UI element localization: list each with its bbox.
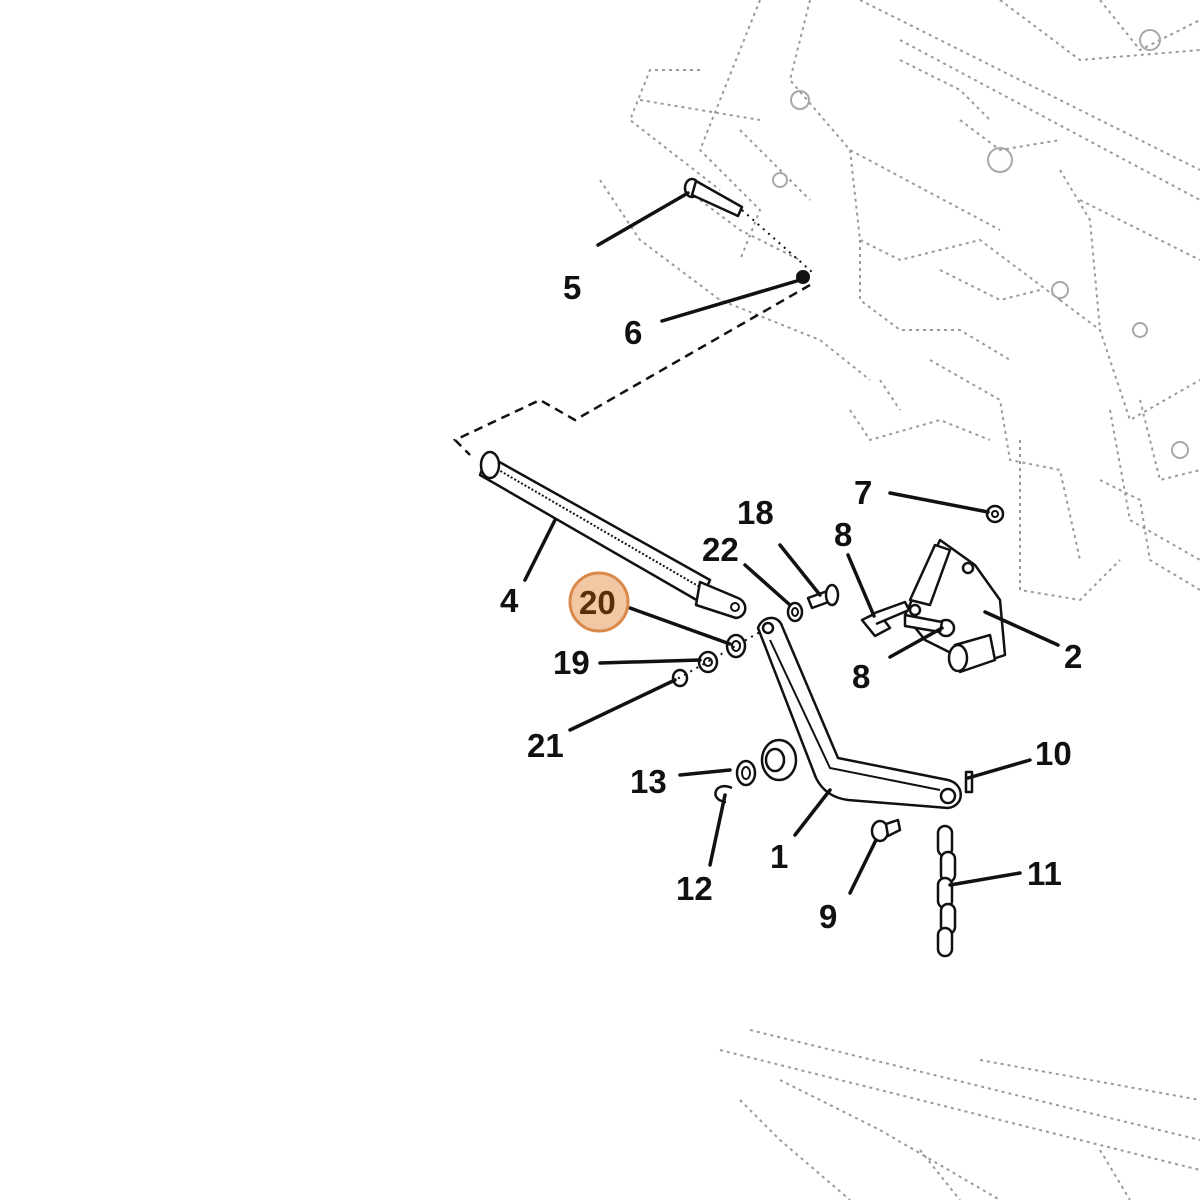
callout-13: 13 [630,763,667,800]
callout-8b: 8 [852,658,870,695]
leader-lines [523,191,1060,895]
washer-part-13 [735,759,757,787]
hardware-axis-line [671,631,761,683]
callout-21: 21 [527,727,564,764]
callout-20: 20 [579,584,616,621]
callout-19: 19 [553,644,590,681]
pin-part-10 [964,770,974,794]
callout-6: 6 [624,314,642,351]
callout-8a: 8 [834,516,852,553]
pin-part-5 [683,177,813,273]
callout-4: 4 [500,582,519,619]
spring-part-4 [478,450,747,620]
arm-part-1 [756,616,962,810]
spring-attachment-path [452,283,811,456]
bolt-part-18 [806,583,840,610]
chain-part-11 [936,824,957,958]
callout-7: 7 [854,474,872,511]
bolt-part-9 [870,818,902,843]
nut-part-19 [697,650,719,674]
washer-part-20 [725,633,747,659]
callout-11: 11 [1027,855,1062,892]
callout-2: 2 [1064,638,1082,675]
callout-22: 22 [702,531,739,568]
background-frame [599,0,1200,1200]
callout-1: 1 [770,838,788,875]
callout-10: 10 [1035,735,1072,772]
callout-12: 12 [676,870,713,907]
callout-18: 18 [737,494,774,531]
washer-part-22 [786,601,804,623]
callout-9: 9 [819,898,837,935]
nut-part-7 [985,504,1005,524]
bracket-part-2 [903,538,1007,674]
bolt-part-8a [860,600,911,638]
bolt-part-8b [903,613,956,638]
callout-5: 5 [563,269,581,306]
callout-labels: 1 2 4 5 6 7 8 8 9 10 11 12 13 18 19 20 2… [500,269,1082,935]
highlight-circle-20 [568,571,630,633]
